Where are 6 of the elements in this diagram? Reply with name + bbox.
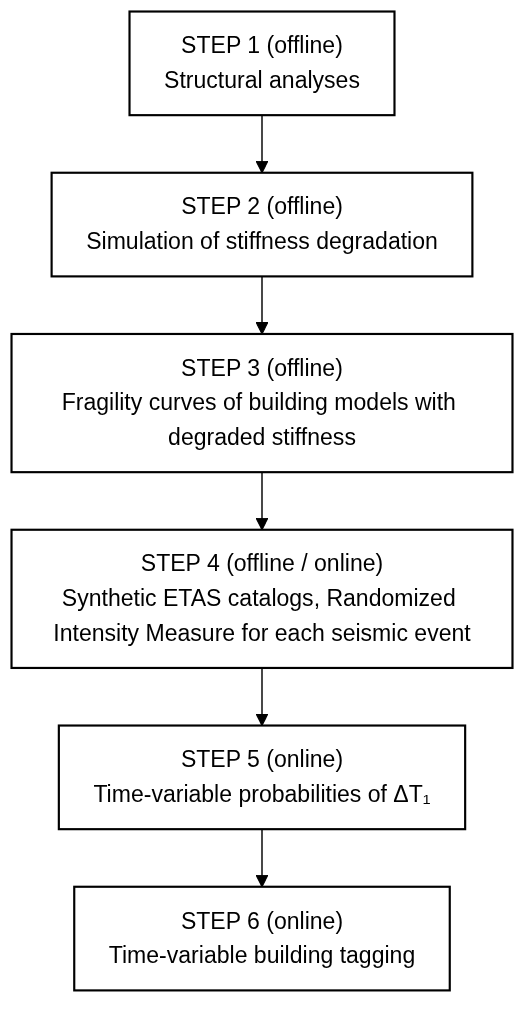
- node-box: STEP 4 (offline / online) Synthetic ETAS catalogs, Randomized Intensity Measure for each seismic event: [10, 528, 514, 670]
- node-box: STEP 2 (offline) Simulation of stiffness degradation: [50, 171, 474, 278]
- node-box: STEP 6 (online) Time-variable building tagging: [73, 885, 451, 992]
- node-box: STEP 5 (online) Time-variable probabilities of ΔT₁: [57, 724, 467, 831]
- node-box: STEP 1 (offline) Structural analyses: [128, 10, 396, 117]
- node-box: STEP 3 (offline) Fragility curves of building models with degraded stiffness: [10, 332, 514, 474]
